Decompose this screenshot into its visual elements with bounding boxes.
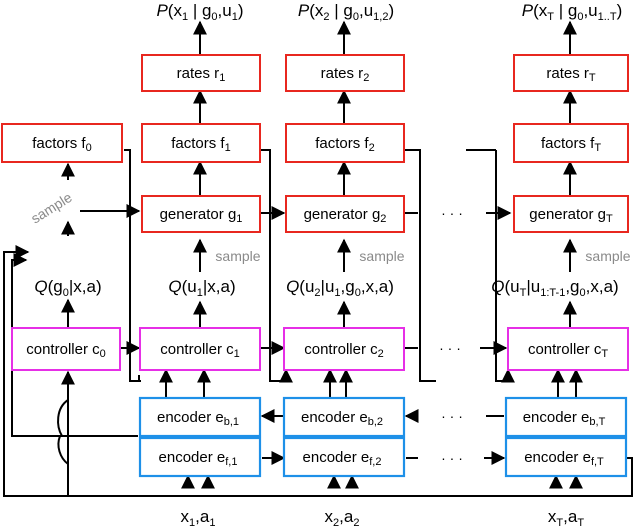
svg-text:controller c1: controller c1 <box>160 341 239 360</box>
svg-text:rates r1: rates r1 <box>177 65 226 84</box>
output-p2: P(x2 | g0,u1,2) <box>298 1 394 23</box>
encoder-f-box-2: encoder ef,2 <box>282 436 406 478</box>
svg-text:encoder ef,2: encoder ef,2 <box>303 449 382 468</box>
rates-box-1: rates r1 <box>141 54 261 92</box>
svg-text:encoder eb,2: encoder eb,2 <box>301 409 383 428</box>
rates-boxes: rates r1 rates r2 rates rT <box>141 54 629 92</box>
svg-text:encoder eb,T: encoder eb,T <box>523 409 606 428</box>
svg-text:factors fT: factors fT <box>541 135 601 154</box>
input-labels: x1,a1 x2,a2 xT,aT <box>181 507 585 529</box>
svg-text:generator g2: generator g2 <box>304 206 387 225</box>
encoder-boxes: encoder eb,1 encoder ef,1 encoder eb,2 e… <box>138 396 628 478</box>
svg-text:factors f0: factors f0 <box>32 135 91 154</box>
input-label-2: x2,a2 <box>325 507 360 529</box>
posterior-q0: Q(g0|x,a) <box>34 277 101 299</box>
svg-text:encoder ef,T: encoder ef,T <box>524 449 604 468</box>
line-crossover <box>57 399 74 437</box>
line-efT-loop <box>3 245 633 497</box>
factors-box-T: factors fT <box>513 123 629 163</box>
posterior-labels: Q(g0|x,a) Q(u1|x,a) Q(u2|u1,g0,x,a) Q(uT… <box>34 277 618 299</box>
factors-box-0: factors f0 <box>1 123 123 163</box>
controller-box-1: controller c1 <box>139 327 261 371</box>
ellipsis-encoder-f: · · · <box>441 450 463 466</box>
sample-label-1: sample <box>215 248 260 264</box>
encoder-b-box-T: encoder eb,T <box>504 396 628 438</box>
posterior-qT: Q(uT|u1:T-1,g0,x,a) <box>491 277 618 299</box>
encoder-b-box-2: encoder eb,2 <box>282 396 406 438</box>
sample-label-2: sample <box>359 248 404 264</box>
output-pT: P(xT | g0,u1..T) <box>522 1 623 23</box>
svg-text:controller c0: controller c0 <box>26 341 105 360</box>
ellipsis-encoder-b: · · · <box>441 408 463 424</box>
posterior-q2: Q(u2|u1,g0,x,a) <box>286 277 394 299</box>
sample-label-T: sample <box>585 248 630 264</box>
svg-text:factors f2: factors f2 <box>315 135 374 154</box>
input-label-1: x1,a1 <box>181 507 216 529</box>
encoder-f-box-1: encoder ef,1 <box>138 436 262 478</box>
controller-boxes: controller c0 controller c1 controller c… <box>11 327 629 371</box>
controller-box-T: controller cT <box>507 327 629 371</box>
output-p1: P(x1 | g0,u1) <box>156 1 243 23</box>
controller-box-0: controller c0 <box>11 327 121 371</box>
svg-text:generator g1: generator g1 <box>160 206 243 225</box>
generator-box-T: generator gT <box>513 195 629 233</box>
svg-text:encoder eb,1: encoder eb,1 <box>157 409 239 428</box>
generator-box-2: generator g2 <box>285 195 405 233</box>
controller-box-2: controller c2 <box>283 327 405 371</box>
svg-text:encoder ef,1: encoder ef,1 <box>159 449 238 468</box>
factors-box-1: factors f1 <box>141 123 261 163</box>
svg-text:controller c2: controller c2 <box>304 341 383 360</box>
output-labels: P(x1 | g0,u1) P(x2 | g0,u1,2) P(xT | g0,… <box>156 1 622 23</box>
sample-label-0: sample <box>28 189 75 227</box>
ellipses: · · · · · · · · · · · · <box>439 205 463 466</box>
svg-text:rates rT: rates rT <box>546 65 596 84</box>
input-label-T: xT,aT <box>548 507 584 529</box>
rates-box-T: rates rT <box>513 54 629 92</box>
svg-text:factors f1: factors f1 <box>171 135 230 154</box>
line-f2-next <box>404 149 436 382</box>
encoder-b-box-1: encoder eb,1 <box>138 396 262 438</box>
svg-text:generator gT: generator gT <box>529 206 613 225</box>
factors-boxes: factors f0 factors f1 factors f2 factors… <box>1 123 629 163</box>
factors-box-2: factors f2 <box>285 123 405 163</box>
line-crossover-2 <box>57 435 69 465</box>
posterior-q1: Q(u1|x,a) <box>168 277 235 299</box>
svg-text:controller cT: controller cT <box>528 341 608 360</box>
line-f1-c2 <box>260 149 293 383</box>
svg-text:rates r2: rates r2 <box>321 65 370 84</box>
line-into-cT-feedback <box>495 150 515 383</box>
rates-box-2: rates r2 <box>285 54 405 92</box>
generator-boxes: generator g1 generator g2 generator gT <box>141 195 629 233</box>
encoder-f-box-T: encoder ef,T <box>504 436 628 478</box>
ellipsis-controller: · · · <box>439 340 461 356</box>
generator-box-1: generator g1 <box>141 195 261 233</box>
ellipsis-generator: · · · <box>441 205 463 221</box>
line-f0-c1 <box>124 149 140 382</box>
connections <box>3 20 633 497</box>
